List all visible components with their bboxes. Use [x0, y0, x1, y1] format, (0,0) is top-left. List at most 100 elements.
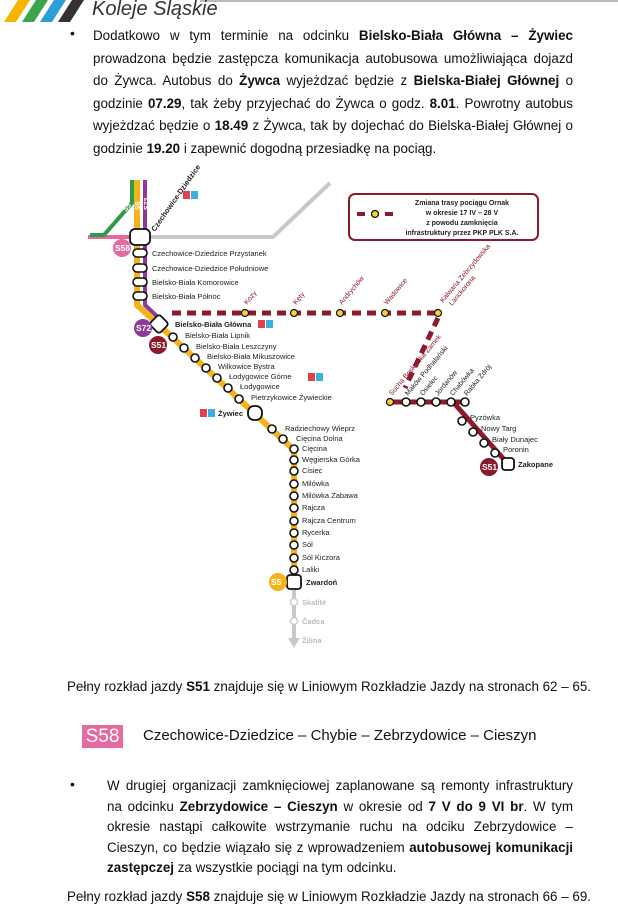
station-label: Skalité [302, 598, 326, 607]
station-stop [289, 540, 299, 550]
line-label-green: S5 [122, 202, 133, 213]
station-label: Bielsko-Biała Lipnik [185, 331, 250, 340]
text: o godzinie [93, 73, 574, 111]
station-stop [460, 397, 470, 407]
station-label: Sól Kiczora [302, 553, 341, 562]
badge-s5-bg [269, 573, 287, 591]
text: W drugiej organizacji zamknięciowej zapl… [107, 778, 573, 814]
ornak-stop [433, 308, 443, 318]
bullet-icon: • [70, 776, 75, 792]
station-stop [468, 427, 478, 437]
station-label: Milówka [302, 479, 330, 488]
bold-text: autobusowej komunikacji zastępczej [107, 839, 574, 876]
station-stop [457, 416, 467, 426]
bold-text: 8.01 [429, 95, 456, 111]
koleje-slaskie-k-icon [308, 373, 315, 381]
station-stop [223, 383, 233, 393]
s58-timetable-note: Pełny rozkład jazdy S58 znajduje się w L… [67, 889, 592, 904]
green-line [90, 180, 134, 237]
station-stop [479, 438, 489, 448]
bus-b-icon [191, 191, 198, 199]
station-label: Czechowice-Dziedzice Przystanek [152, 249, 267, 258]
station-stop [289, 444, 299, 454]
station-label: Rajcza Centrum [302, 516, 356, 525]
station-stop [289, 528, 299, 538]
bold-text: 19.20 [146, 140, 181, 156]
station-stop [289, 516, 299, 526]
badge-s51-zakopane: S51 [482, 462, 497, 472]
text: wyjeżdzać będzie z [280, 73, 414, 88]
legend-box [348, 193, 539, 241]
legend-dot [370, 209, 380, 219]
station-label: Bielsko-Biała Mikuszowice [207, 352, 295, 361]
station-label: Bielsko-Biała Leszczyny [196, 342, 277, 351]
line-label-s72: S72 [144, 197, 151, 210]
station-label: Cięcina Dolna [296, 434, 344, 443]
legend-text: infrastruktury przez PKP PLK S.A. [405, 230, 518, 237]
text: w okresie od [337, 798, 429, 814]
station-label: Nowy Targ [481, 424, 516, 433]
station-label: Žilina [302, 636, 322, 645]
s58-section-title: Czechowice-Dziedzice – Chybie – Zebrzydo… [143, 727, 537, 744]
station-label: Laliki [302, 565, 319, 574]
station-stop [234, 394, 244, 404]
station-label: Węgierska Górka [302, 455, 361, 464]
header-rule [200, 0, 618, 2]
station-stop [168, 332, 178, 342]
station-label: Łodygowice Górne [229, 372, 292, 381]
gray-line [140, 181, 332, 239]
station-zywiec [247, 405, 263, 421]
station-stop [132, 248, 148, 258]
station-label: Pyzówka [470, 413, 501, 422]
station-stop [401, 397, 411, 407]
station-stop [132, 291, 148, 301]
station-label: Cisiec [302, 466, 323, 475]
text: z Żywca, tak by dojechać do Bielska-Biał… [93, 118, 573, 156]
station-label: Bielsko-Biała Komorowice [152, 278, 239, 287]
station-stop [132, 263, 148, 273]
koleje-slaskie-k-icon [258, 320, 265, 328]
badge-s58: S58 [115, 243, 130, 253]
badge-s72: S72 [136, 323, 151, 333]
station-sucha [385, 397, 395, 407]
station-bielsko [149, 314, 169, 334]
station-stop [179, 343, 189, 353]
station-czechowice [129, 228, 151, 246]
station-stop [190, 353, 200, 363]
station-label: Poronin [503, 445, 529, 454]
koleje-slaskie-logo-stripes [4, 0, 84, 22]
arrow-down-icon [288, 638, 300, 648]
bullet-icon: • [70, 25, 75, 41]
ornak-label: Andrychów [338, 275, 366, 307]
bold-text: Bielska-Białej Głównej [413, 73, 560, 88]
badge-s51-bg [149, 336, 167, 354]
station-stop [289, 503, 299, 513]
station-stop [289, 491, 299, 501]
badge-s72-bg [134, 319, 152, 337]
station-label: Wilkowice Bystra [218, 362, 276, 371]
s51-timetable-note: Pełny rozkład jazdy S51 znajduje się w L… [67, 679, 592, 694]
text: prowadzona będzie zastępcza komunikacja … [93, 50, 573, 89]
station-label: Zakopane [518, 460, 553, 469]
ornak-stop [289, 308, 299, 318]
station-stop [278, 434, 288, 444]
station-label: Cięcina [302, 444, 328, 453]
station-label: Zwardoń [306, 578, 338, 587]
station-stop [132, 277, 148, 287]
station-stop [201, 363, 211, 373]
station-stop [267, 424, 277, 434]
koleje-slaskie-k-icon [183, 191, 190, 199]
station-label: Żywiec [218, 409, 243, 418]
station-stop [289, 466, 299, 476]
line-label-s5: S5 [135, 201, 142, 210]
legend-text: Zmiana trasy pociągu Ornak [415, 200, 509, 207]
text: i zapewnić dogodną przesiadkę na pociąg. [180, 140, 437, 156]
station-label: Czechowice-Dziedzice Południowe [152, 264, 268, 273]
text: za wszystkie pociągi na tym odcinku. [174, 860, 397, 875]
ornak-label: Kęty [292, 291, 307, 307]
station-stop [431, 397, 441, 407]
legend-text: z powodu zamknięcia [426, 220, 498, 227]
ornak-stop [240, 308, 250, 318]
bold-text: 7 V do 9 VI br [428, 798, 524, 814]
